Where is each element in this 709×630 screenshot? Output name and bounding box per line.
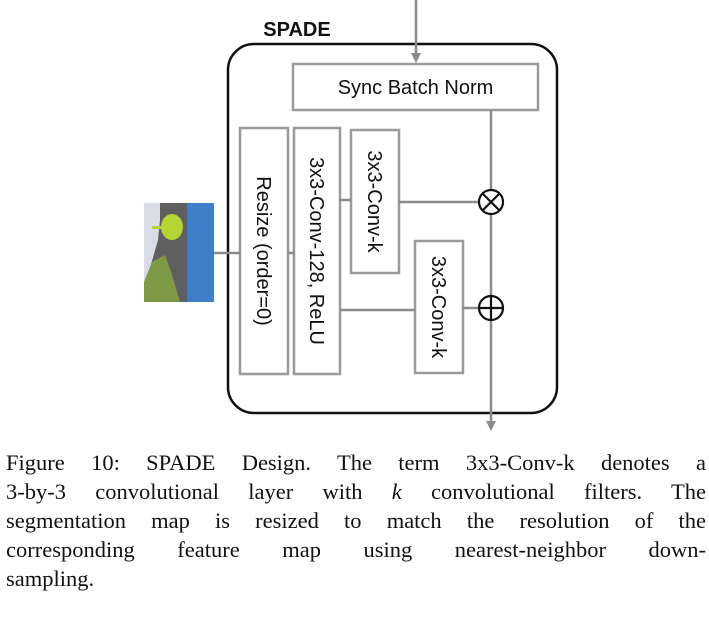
conv-k-bottom-label: 3x3-Conv-k (427, 256, 449, 359)
conv-k-top-label: 3x3-Conv-k (363, 150, 385, 253)
resize-box (238, 126, 290, 376)
spade-block-outline (226, 42, 559, 415)
conv-k-top-box (349, 128, 401, 275)
caption-line-2a: 3-by-3 convolutional layer with (6, 479, 392, 504)
sync-batch-norm-box (291, 62, 540, 112)
caption-line-1: Figure 10: SPADE Design. The term 3x3-Co… (6, 450, 706, 475)
caption-line-5: sampling. (6, 566, 95, 591)
spade-title: SPADE (263, 19, 330, 41)
figure-caption: Figure 10: SPADE Design. The term 3x3-Co… (6, 448, 706, 593)
add-icon (477, 294, 505, 322)
caption-line-2: 3-by-3 convolutional layer with k convol… (6, 477, 706, 506)
conv128-relu-label: 3x3-Conv-128, ReLU (305, 157, 327, 345)
sync-batch-norm-label: Sync Batch Norm (338, 77, 494, 99)
caption-k-variable: k (391, 479, 402, 504)
caption-line-3: segmentation map is resized to match the… (6, 508, 706, 533)
conv128-relu-box (292, 126, 342, 376)
spade-diagram: SPADE Sync Batch Norm Resize (order=0) 3… (144, 0, 559, 431)
multiply-icon (477, 188, 505, 216)
caption-line-4: corresponding feature map using nearest-… (6, 537, 706, 562)
conv-k-bottom-box (413, 239, 465, 375)
caption-line-2b: convolutional filters. The (401, 479, 706, 504)
segmentation-map-image (144, 203, 214, 302)
resize-label: Resize (order=0) (252, 176, 274, 326)
